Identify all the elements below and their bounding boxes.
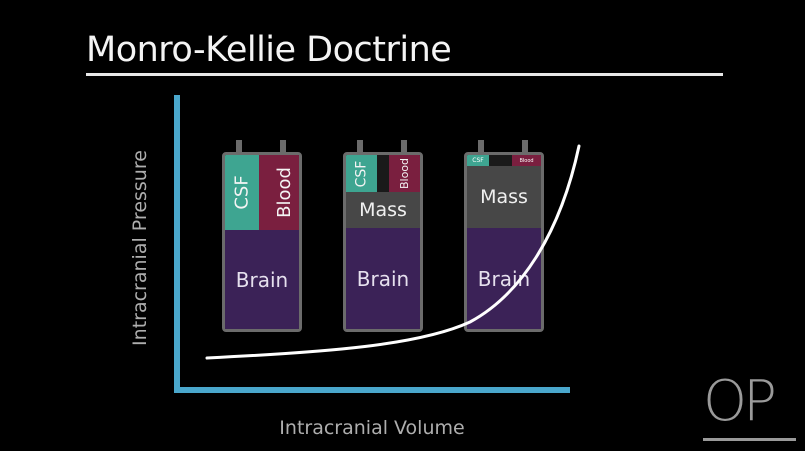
battery-terminal — [401, 140, 407, 154]
battery-body: CSF Blood Mass Brain — [464, 152, 544, 332]
battery-mass-compensated: CSF Blood Mass Brain — [343, 140, 423, 332]
brain-compartment: Brain — [346, 228, 420, 329]
op-logo: OP — [703, 369, 796, 441]
battery-terminal — [236, 140, 242, 154]
battery-terminal — [280, 140, 286, 154]
brain-label: Brain — [356, 266, 410, 291]
csf-compartment: CSF — [467, 155, 489, 166]
blood-compartment: Blood — [259, 155, 299, 230]
title-underline — [86, 73, 723, 76]
brain-label: Brain — [235, 267, 289, 292]
logo-underline — [703, 438, 796, 441]
logo-text: OP — [703, 369, 777, 434]
mass-label: Mass — [359, 199, 407, 221]
battery-body: CSF Blood Brain — [222, 152, 302, 332]
csf-label: CSF — [472, 157, 484, 164]
battery-mass-decompensated: CSF Blood Mass Brain — [464, 140, 544, 332]
mass-label: Mass — [480, 186, 528, 208]
x-axis-line — [174, 387, 570, 393]
mass-compartment: Mass — [467, 166, 541, 228]
page-title: Monro-Kellie Doctrine — [86, 30, 452, 70]
battery-terminal — [522, 140, 528, 154]
y-axis-line — [174, 95, 180, 392]
compartment-gap — [376, 155, 389, 192]
compartment-gap — [489, 155, 512, 166]
battery-terminal — [357, 140, 363, 154]
x-axis-label: Intracranial Volume — [279, 417, 465, 439]
csf-compartment: CSF — [346, 155, 377, 192]
csf-compartment: CSF — [225, 155, 260, 230]
blood-label: Blood — [519, 157, 534, 164]
pressure-volume-curve-line — [205, 144, 581, 360]
battery-body: CSF Blood Mass Brain — [343, 152, 423, 332]
mass-compartment: Mass — [346, 192, 420, 228]
blood-compartment: Blood — [388, 155, 420, 192]
battery-terminal — [478, 140, 484, 154]
blood-compartment: Blood — [512, 155, 541, 166]
brain-compartment: Brain — [225, 230, 299, 329]
battery-normal: CSF Blood Brain — [222, 140, 302, 332]
